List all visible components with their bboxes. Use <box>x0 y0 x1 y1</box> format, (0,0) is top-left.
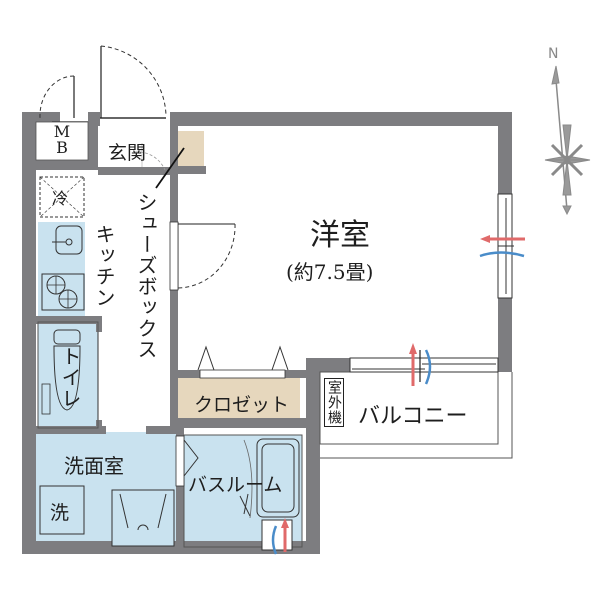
kitchen-label: キッチン <box>92 224 116 308</box>
western-room-label: 洋室 <box>310 218 370 253</box>
mb-label-top: M <box>53 122 71 141</box>
fridge-label: 冷 <box>52 189 69 208</box>
closet-area <box>178 378 300 420</box>
entrance-label: 玄関 <box>108 142 147 164</box>
compass-rose <box>544 65 591 216</box>
washroom-label: 洗面室 <box>64 454 124 478</box>
washer-box <box>39 485 85 535</box>
mb-label: M B <box>52 124 72 156</box>
shoebox-leader-line <box>155 147 185 189</box>
mb-label-bottom: B <box>56 138 68 157</box>
closet-label: クロゼット <box>194 394 290 416</box>
balcony-outline <box>319 371 499 445</box>
compass-north-label: N <box>548 46 559 62</box>
toilet-label: トイレ <box>58 346 82 409</box>
balcony-label: バルコニー <box>358 404 468 429</box>
shoebox-label: シューズボックス <box>134 192 158 360</box>
outdoor-unit-label: 室外機 <box>324 378 344 427</box>
washer-label: 洗 <box>50 502 70 524</box>
bathroom-label: バスルーム <box>188 474 283 496</box>
airflow-icons <box>271 235 525 555</box>
western-room-size: (約7.5畳) <box>286 260 374 284</box>
vanity-sink <box>111 489 175 547</box>
